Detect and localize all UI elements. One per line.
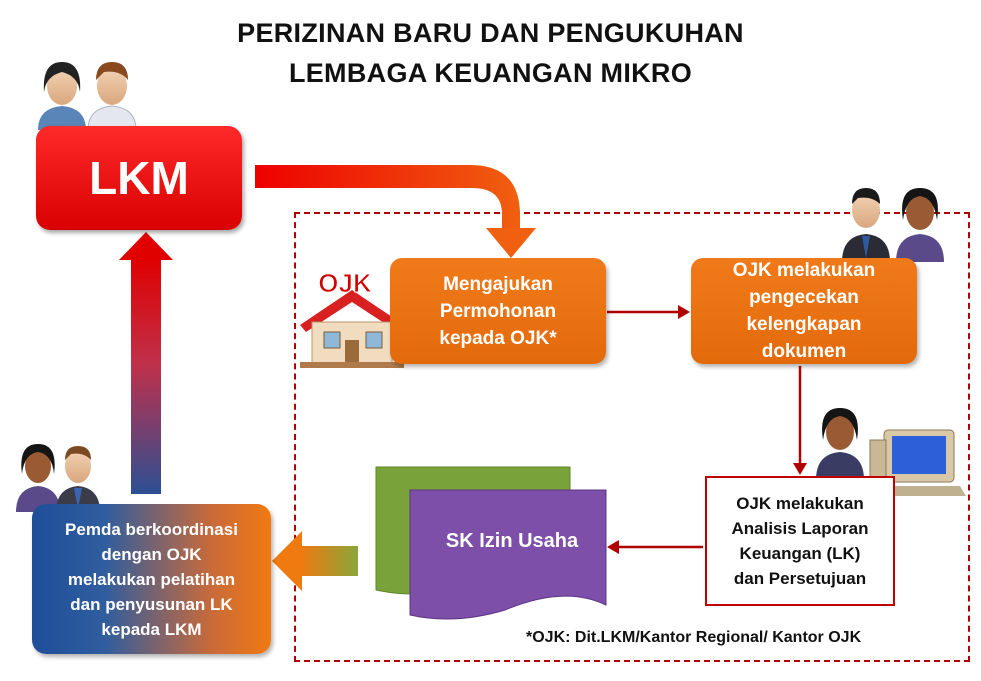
pemda-line-2: dengan OJK [101,544,202,564]
people-icon-lkm [38,62,137,131]
arrow-apply-to-check [607,305,690,319]
footnote: *OJK: Dit.LKM/Kantor Regional/ Kantor OJ… [526,629,862,646]
analysis-line-2: Analisis Laporan [731,519,869,538]
ojk-process-boundary [294,212,970,662]
arrow-lkm-to-apply [255,165,536,258]
check-line-4: dokumen [761,341,847,362]
apply-line-1: Mengajukan [443,273,553,295]
arrow-analysis-to-sk [607,540,703,554]
pemda-line-3: melakukan pelatihan [67,569,236,589]
arrow-check-to-analysis [793,366,807,475]
analysis-approval-box: OJK melakukan Analisis Laporan Keuangan … [705,476,895,606]
arrow-sk-to-pemda [272,531,358,591]
check-line-2: pengecekan [749,287,859,308]
pemda-line-4: dan penyusunan LK [70,594,233,614]
pemda-line-5: kepada LKM [101,619,202,639]
ojk-house-icon: OJK [300,268,404,368]
analysis-line-4: dan Persetujuan [733,569,867,588]
pemda-coordination-box: Pemda berkoordinasi dengan OJK melakukan… [32,504,271,654]
diagram-title-line2: LEMBAGA KEUANGAN MIKRO [288,58,693,88]
lkm-box: LKM [36,126,242,230]
analysis-line-3: Keuangan (LK) [739,544,861,563]
document-check-box: OJK melakukan pengecekan kelengkapan dok… [691,258,917,364]
pemda-line-1: Pemda berkoordinasi [65,519,238,539]
lkm-label: LKM [89,152,189,204]
apply-to-ojk-box: Mengajukan Permohonan kepada OJK* [390,258,606,364]
check-line-1: OJK melakukan [732,260,876,281]
check-line-3: kelengkapan [746,314,862,335]
diagram-title-line1: PERIZINAN BARU DAN PENGUKUHAN [237,18,744,48]
analysis-line-1: OJK melakukan [736,494,864,513]
sk-izin-usaha-label: SK Izin Usaha [445,530,579,552]
person-computer-icon [816,408,966,496]
sk-document-icon [375,466,607,620]
people-icon-pemda [16,444,100,512]
ojk-logo-text: OJK [318,268,372,298]
people-icon-ojk-officers [842,188,944,262]
apply-line-3: kepada OJK* [439,327,557,349]
arrow-pemda-to-lkm [119,232,173,494]
apply-line-2: Permohonan [439,300,557,322]
